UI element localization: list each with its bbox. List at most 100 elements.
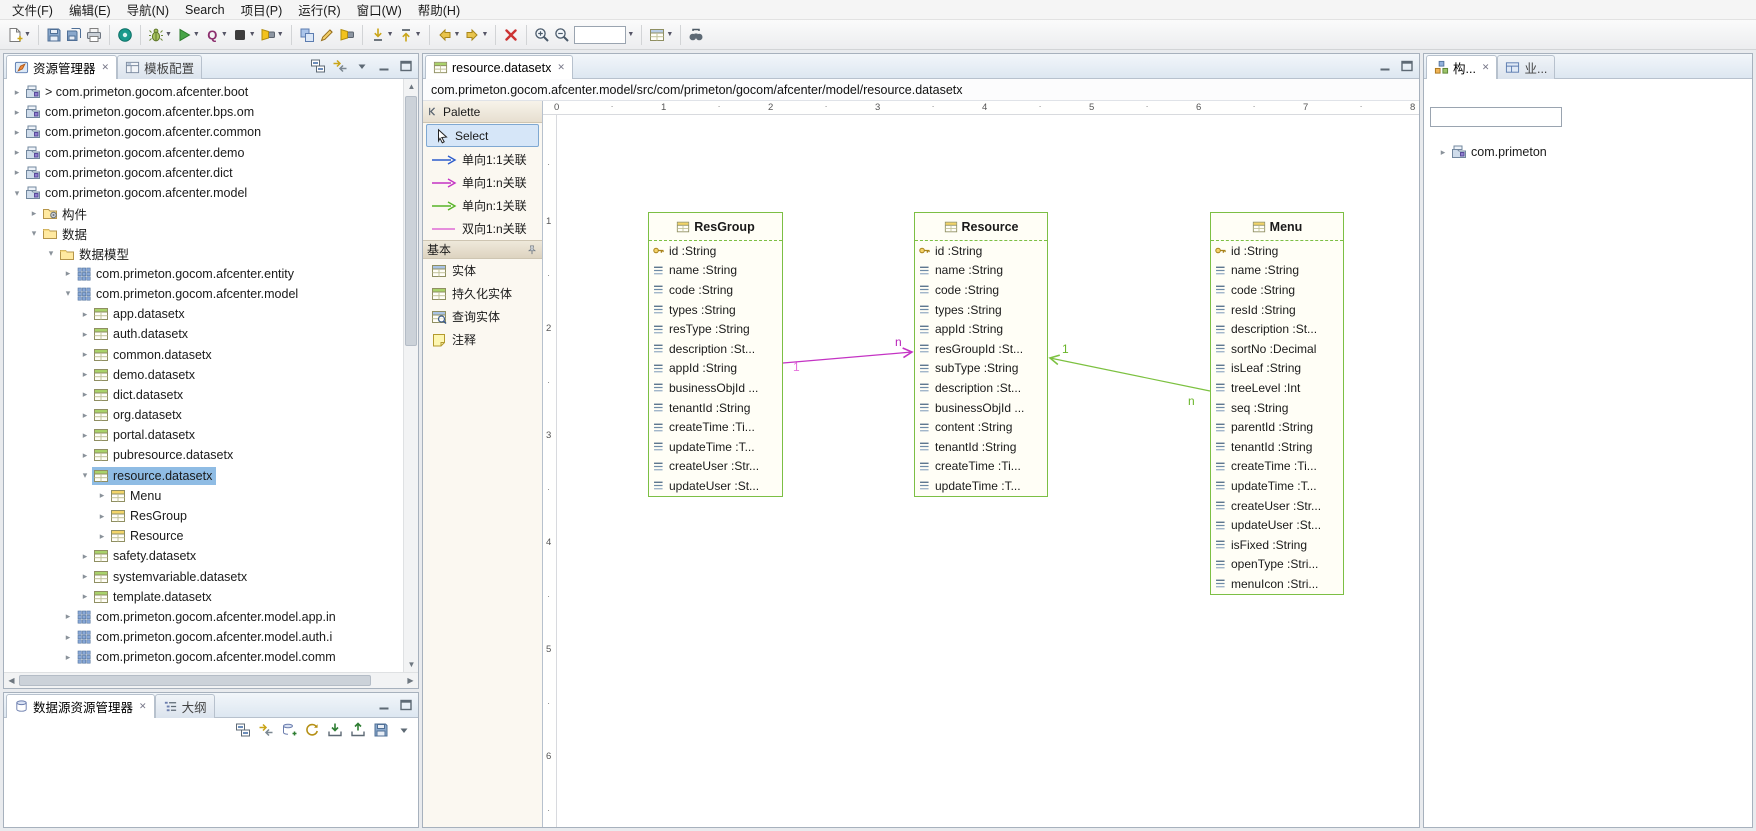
entity-field[interactable]: createTime :Ti... xyxy=(915,457,1047,477)
entity-field[interactable]: tenantId :String xyxy=(915,437,1047,457)
tab-datasource-explorer[interactable]: 数据源资源管理器✕ xyxy=(6,694,155,718)
link-editor-button[interactable] xyxy=(257,722,274,739)
view-menu-button[interactable] xyxy=(353,58,370,75)
tab-template-config[interactable]: 模板配置 xyxy=(117,55,202,79)
palette-tool-query-entity[interactable]: 查询实体 xyxy=(423,305,542,328)
link-editor-button[interactable] xyxy=(331,58,348,75)
entity-field[interactable]: code :String xyxy=(649,280,782,300)
tree-item[interactable]: ▾数据 xyxy=(4,223,403,243)
close-tab-icon[interactable]: ✕ xyxy=(557,62,565,73)
tree-item[interactable]: ▸ResGroup xyxy=(4,506,403,526)
tree-expander-icon[interactable]: ▸ xyxy=(78,571,92,582)
collapse-all-button[interactable] xyxy=(234,722,251,739)
tab-business[interactable]: 业... xyxy=(1497,55,1555,79)
entity-field[interactable]: appId :String xyxy=(649,359,782,379)
run-last-tool-button[interactable]: ▼ xyxy=(230,23,258,47)
tree-expander-icon[interactable]: ▸ xyxy=(1436,147,1450,158)
entity-field[interactable]: code :String xyxy=(915,280,1047,300)
print-button[interactable] xyxy=(84,23,104,47)
run-button[interactable]: ▼ xyxy=(174,23,202,47)
dropdown-arrow-icon[interactable]: ▼ xyxy=(249,31,256,38)
entity-field[interactable]: updateUser :St... xyxy=(1211,515,1343,535)
tree-expander-icon[interactable]: ▸ xyxy=(27,208,41,219)
entity-field[interactable]: isLeaf :String xyxy=(1211,359,1343,379)
entity-field[interactable]: appId :String xyxy=(915,319,1047,339)
entity-resource[interactable]: Resourceid :Stringname :Stringcode :Stri… xyxy=(914,212,1048,497)
tab-outline[interactable]: 大纲 xyxy=(155,694,215,718)
entity-field[interactable]: description :St... xyxy=(649,339,782,359)
new-connection-button[interactable] xyxy=(280,722,297,739)
tree-item[interactable]: ▸com.primeton.gocom.afcenter.demo xyxy=(4,143,403,163)
tree-expander-icon[interactable]: ▸ xyxy=(10,147,24,158)
entity-field[interactable]: resId :String xyxy=(1211,300,1343,320)
entity-field[interactable]: businessObjId ... xyxy=(649,378,782,398)
diagram-layout-button[interactable]: ▼ xyxy=(647,23,675,47)
terminate-button[interactable] xyxy=(501,23,521,47)
tree-expander-icon[interactable]: ▸ xyxy=(95,511,109,522)
dropdown-arrow-icon[interactable]: ▼ xyxy=(666,31,673,38)
tree-item[interactable]: ▸portal.datasetx xyxy=(4,425,403,445)
tree-item[interactable]: ▸com.primeton.gocom.afcenter.entity xyxy=(4,264,403,284)
palette-tool-select[interactable]: Select xyxy=(426,124,539,147)
tree-expander-icon[interactable]: ▸ xyxy=(78,389,92,400)
tree-item[interactable]: ▸pubresource.datasetx xyxy=(4,445,403,465)
close-tab-icon[interactable]: ✕ xyxy=(1482,62,1490,73)
tree-item[interactable]: ▾com.primeton.gocom.afcenter.model xyxy=(4,284,403,304)
dropdown-arrow-icon[interactable]: ▼ xyxy=(454,31,461,38)
scroll-left-icon[interactable]: ◀ xyxy=(4,673,19,688)
entity-header[interactable]: Resource xyxy=(915,213,1047,241)
entity-field[interactable]: createTime :Ti... xyxy=(1211,457,1343,477)
scroll-up-icon[interactable]: ▲ xyxy=(404,79,418,94)
tree-horizontal-scrollbar[interactable]: ◀ ▶ xyxy=(4,672,418,688)
entity-header[interactable]: Menu xyxy=(1211,213,1343,241)
tree-item[interactable]: ▸dict.datasetx xyxy=(4,385,403,405)
tree-item[interactable]: ▸org.datasetx xyxy=(4,405,403,425)
tree-item[interactable]: ▸com.primeton.gocom.afcenter.bps.om xyxy=(4,102,403,122)
tree-expander-icon[interactable]: ▸ xyxy=(78,369,92,380)
entity-field[interactable]: subType :String xyxy=(915,359,1047,379)
tree-item[interactable]: ▸template.datasetx xyxy=(4,587,403,607)
relationship-menu-to-resource[interactable] xyxy=(1050,358,1210,391)
profile-button[interactable]: Q▼ xyxy=(202,23,230,47)
export-button[interactable] xyxy=(349,722,366,739)
menu-navigate[interactable]: 导航(N) xyxy=(119,0,177,21)
entity-field[interactable]: createTime :Ti... xyxy=(649,417,782,437)
tree-expander-icon[interactable]: ▸ xyxy=(61,268,75,279)
menu-project[interactable]: 项目(P) xyxy=(233,0,291,21)
tree-expander-icon[interactable]: ▸ xyxy=(10,127,24,138)
tree-item[interactable]: ▸safety.datasetx xyxy=(4,546,403,566)
entity-field[interactable]: resGroupId :St... xyxy=(915,339,1047,359)
diagram-canvas[interactable]: 1n1n ResGroupid :Stringname :Stringcode … xyxy=(557,115,1419,827)
tree-expander-icon[interactable]: ▸ xyxy=(78,551,92,562)
entity-field[interactable]: menuIcon :Stri... xyxy=(1211,574,1343,594)
dropdown-arrow-icon[interactable]: ▼ xyxy=(277,31,284,38)
relationship-resgroup-to-resource[interactable] xyxy=(783,352,912,363)
dropdown-arrow-icon[interactable]: ▼ xyxy=(481,31,488,38)
previous-annotation-button[interactable]: ▼ xyxy=(396,23,424,47)
entity-field[interactable]: parentId :String xyxy=(1211,417,1343,437)
tree-expander-icon[interactable]: ▸ xyxy=(78,309,92,320)
menu-run[interactable]: 运行(R) xyxy=(290,0,348,21)
palette-tool-comment[interactable]: 注释 xyxy=(423,328,542,351)
refresh-button[interactable] xyxy=(303,722,320,739)
entity-field[interactable]: updateTime :T... xyxy=(1211,476,1343,496)
tree-item[interactable]: ▸app.datasetx xyxy=(4,304,403,324)
entity-field[interactable]: updateTime :T... xyxy=(915,476,1047,496)
tree-item[interactable]: ▸auth.datasetx xyxy=(4,324,403,344)
menu-window[interactable]: 窗口(W) xyxy=(349,0,410,21)
scroll-right-icon[interactable]: ▶ xyxy=(403,673,418,688)
entity-field[interactable]: name :String xyxy=(649,261,782,281)
entity-field[interactable]: content :String xyxy=(915,417,1047,437)
minimize-button[interactable] xyxy=(375,58,392,75)
entity-field[interactable]: code :String xyxy=(1211,280,1343,300)
tree-item[interactable]: ▸com.primeton.gocom.afcenter.dict xyxy=(4,163,403,183)
tree-item[interactable]: ▾数据模型 xyxy=(4,244,403,264)
entity-field[interactable]: updateUser :St... xyxy=(649,476,782,496)
tree-expander-icon[interactable]: ▸ xyxy=(78,430,92,441)
minimize-button[interactable] xyxy=(1376,58,1393,75)
tree-item[interactable]: ▾resource.datasetx xyxy=(4,466,403,486)
import-button[interactable] xyxy=(326,722,343,739)
component-filter-input[interactable] xyxy=(1430,107,1562,127)
entity-field[interactable]: treeLevel :Int xyxy=(1211,378,1343,398)
tree-expander-icon[interactable]: ▸ xyxy=(78,349,92,360)
